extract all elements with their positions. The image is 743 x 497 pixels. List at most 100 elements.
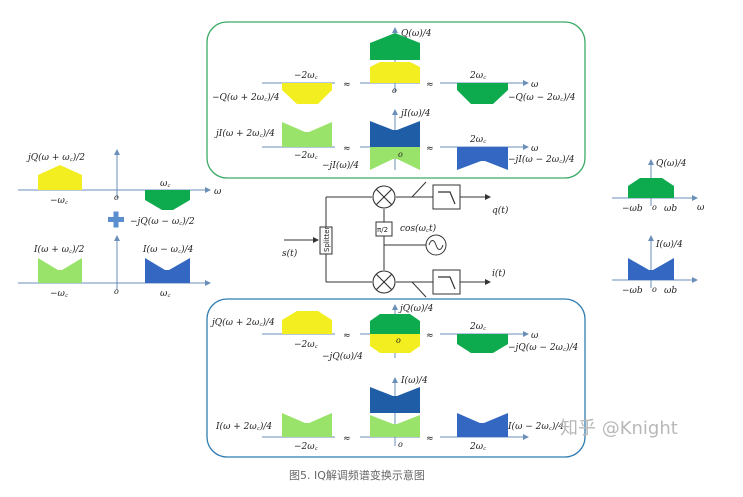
bottom-row2-origin: o: [398, 440, 403, 449]
right-upper-neg: −ωb: [622, 204, 643, 214]
bottom-row1-pos-green: [457, 334, 508, 353]
right-lower-label: I(ω)/4: [655, 239, 683, 250]
phase-shifter-block: [375, 221, 393, 237]
bottom-row2-break-left: ≈: [343, 434, 351, 444]
bottom-row1-neg-label: jQ(ω + 2ω꜀)/4: [210, 317, 275, 328]
left-upper-neg-freq: −ω꜀: [50, 196, 69, 206]
bottom-row1-break-right: ≈: [426, 331, 434, 341]
top-row1-center-yellow: [370, 62, 420, 83]
top-row2-center-lightgreen: [370, 147, 420, 170]
right-upper-pos: ωb: [664, 204, 677, 214]
bottom-row2-center-lightgreen: [370, 415, 420, 437]
top-row1-break-right: ≈: [426, 80, 434, 90]
top-row2-pos-freq: 2ω꜀: [469, 135, 487, 145]
left-upper-pos-green: [145, 190, 190, 210]
top-row1-pos-freq: 2ω꜀: [469, 71, 487, 81]
bottom-row1-break-left: ≈: [343, 331, 351, 341]
top-row2-omega: ω: [531, 144, 539, 154]
left-lower-pos-freq: ω꜀: [160, 289, 171, 299]
left-upper-neg-yellow: [38, 165, 82, 190]
top-row2-center-label: jI(ω)/4: [399, 108, 431, 119]
top-row2-neg-label: jI(ω + 2ω꜀)/4: [214, 128, 275, 139]
bottom-row2-neg-freq: −2ω꜀: [294, 442, 319, 452]
top-row1-pos-label: −Q(ω − 2ω꜀)/4: [508, 92, 576, 103]
bottom-row2-neg-lightgreen: [282, 413, 332, 437]
oscillator-label: cos(ω꜀t): [400, 223, 437, 234]
bottom-row1-center-yellow: [370, 334, 420, 353]
top-row2-center-neg-label: −jI(ω)/4: [322, 160, 359, 171]
top-row2-neg-freq: −2ω꜀: [294, 151, 319, 161]
bottom-row2-neg-label: I(ω + 2ω꜀)/4: [215, 421, 272, 432]
top-row1-origin: o: [392, 86, 397, 95]
oscillator-icon: [425, 234, 447, 256]
top-row1-omega: ω: [531, 80, 539, 90]
lower-branch-box: [206, 298, 586, 458]
bottom-row2-pos-freq: 2ω꜀: [469, 442, 487, 452]
right-lower-axis: [612, 235, 698, 288]
left-upper-omega: ω: [214, 187, 222, 197]
upper-mixer-icon: [372, 185, 396, 209]
left-lower-neg-label: I(ω + ω꜀)/2: [33, 244, 85, 255]
left-lower-neg-freq: −ω꜀: [50, 289, 69, 299]
left-upper-pos-freq: ω꜀: [160, 179, 171, 189]
right-upper-label: Q(ω)/4: [656, 158, 687, 169]
figure-caption: 图5. IQ解调频谱变换示意图: [289, 468, 425, 482]
bottom-probe: [411, 281, 427, 298]
right-lower-neg: −ωb: [622, 286, 643, 296]
top-row1-neg-yellow: [282, 83, 332, 104]
splitter-label: Splitter: [323, 226, 331, 252]
bottom-row1-neg-yellow: [282, 311, 332, 334]
top-row2-center-blue: [370, 121, 420, 147]
top-row2-neg-lightgreen: [282, 122, 332, 147]
bottom-row1-pos-freq: 2ω꜀: [469, 322, 487, 332]
bottom-row1-center-green: [370, 314, 420, 334]
top-row2-origin: o: [398, 150, 403, 159]
right-upper-origin: o: [652, 203, 657, 212]
top-row2-pos-label: −jI(ω − 2ω꜀)/4: [508, 154, 575, 165]
top-row1-center-label: Q(ω)/4: [401, 28, 432, 39]
top-row2-break-right: ≈: [426, 144, 434, 154]
left-upper-neg-label: jQ(ω + ω꜀)/2: [26, 152, 85, 163]
bottom-row1-center-label: jQ(ω)/4: [398, 303, 434, 314]
left-upper-pos-label: −jQ(ω − ω꜀)/2: [130, 216, 195, 227]
bottom-row1-pos-label: −jQ(ω − 2ω꜀)/4: [508, 342, 579, 353]
left-lower-pos-blue: [145, 258, 190, 283]
bottom-row1-origin: o: [396, 336, 401, 345]
splitter-wires: [325, 194, 491, 285]
q-output-label: q(t): [492, 205, 509, 216]
upper-lpf-block: [432, 184, 461, 210]
right-lower-pos: ωb: [664, 286, 677, 296]
lower-mixer-icon: [372, 270, 396, 294]
bottom-row2-pos-label: I(ω − 2ω꜀)/4: [507, 421, 564, 432]
right-lower-origin: o: [652, 285, 657, 294]
left-upper-origin: o: [114, 193, 119, 202]
top-row1-break-left: ≈: [343, 80, 351, 90]
bottom-row2-break-right: ≈: [426, 434, 434, 444]
bottom-row1-neg-freq: −2ω꜀: [294, 340, 319, 350]
bottom-row2-center-blue: [370, 387, 420, 413]
top-row2-pos-blue: [457, 147, 508, 170]
left-lower-origin: o: [114, 287, 119, 296]
bottom-row2-pos-blue: [457, 413, 508, 437]
bottom-row1-center-neg-label: −jQ(ω)/4: [322, 351, 363, 362]
bottom-row2-center-label: I(ω)/4: [400, 375, 428, 386]
left-lower-neg-lightgreen: [38, 258, 82, 283]
watermark: 知乎 @Knight: [560, 418, 678, 439]
phase-shifter-label: π/2: [377, 226, 388, 234]
plus-icon: [108, 211, 124, 228]
upper-branch-box: [206, 21, 586, 179]
left-lower-pos-label: I(ω − ω꜀)/4: [142, 244, 194, 255]
top-row1-center-green: [370, 33, 420, 60]
i-output-label: i(t): [492, 268, 506, 279]
right-upper-omega: ω: [697, 203, 705, 213]
top-probe: [411, 181, 427, 198]
top-row1-pos-green: [457, 83, 508, 104]
lower-lpf-block: [432, 269, 461, 295]
top-row2-break-left: ≈: [343, 144, 351, 154]
bottom-row1-omega: ω: [531, 331, 539, 341]
top-row1-neg-label: −Q(ω + 2ω꜀)/4: [212, 92, 280, 103]
top-row1-neg-freq: −2ω꜀: [294, 71, 319, 81]
input-label: s(t): [282, 248, 298, 259]
right-upper-green: [628, 178, 674, 198]
